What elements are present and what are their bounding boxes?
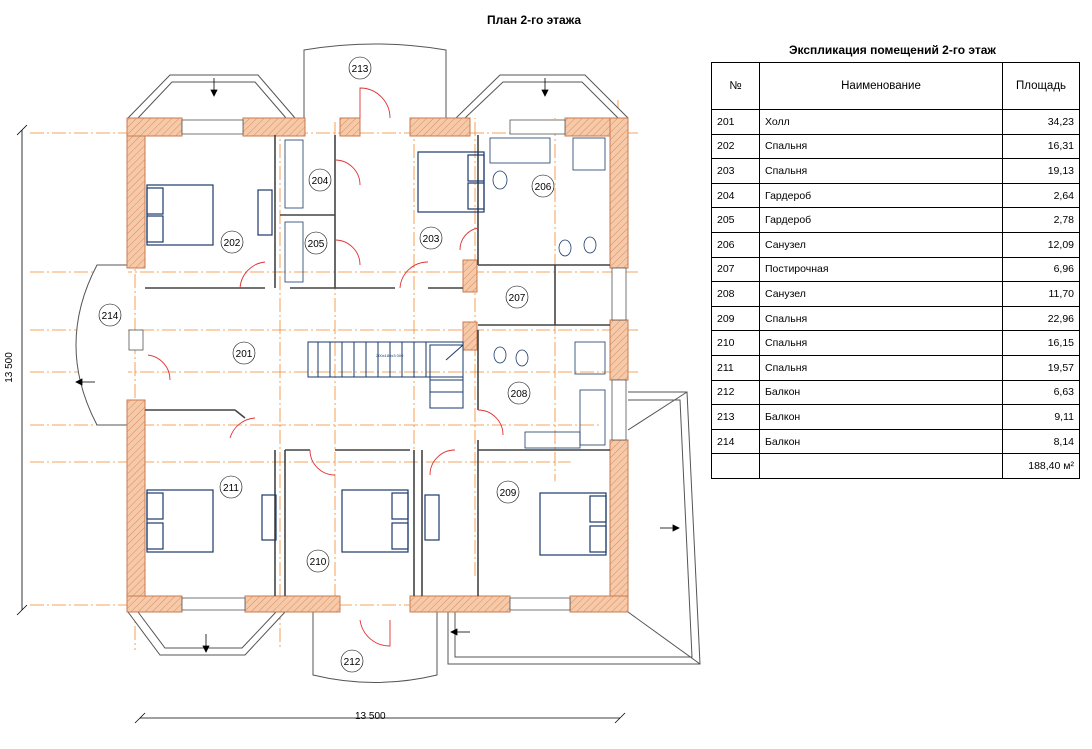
cell-name: Санузел (759, 281, 1003, 307)
table-header-row: № Наименование Площадь (711, 62, 1080, 110)
cell-empty (711, 453, 760, 479)
cell-area: 34,23 (1002, 109, 1080, 135)
staircase (307, 341, 464, 409)
cell-area: 19,57 (1002, 354, 1080, 381)
cell-area: 22,96 (1002, 305, 1080, 332)
room-202-label: 202 (224, 238, 241, 249)
cell-num: 205 (711, 207, 760, 233)
stair-label: 200х180х3 000 (376, 353, 404, 358)
room-210-label: 210 (310, 557, 327, 568)
dimension-horizontal: 13 500 (355, 711, 386, 722)
cell-name: Спальня (759, 305, 1003, 332)
cell-name: Санузел (759, 231, 1003, 258)
windows (128, 119, 627, 611)
table-total-row: 188,40 м² (711, 453, 1080, 479)
cell-num: 212 (711, 379, 760, 406)
cell-name: Гардероб (759, 207, 1003, 233)
cell-area: 11,70 (1002, 281, 1080, 307)
cell-name: Спальня (759, 158, 1003, 184)
cell-name: Постирочная (759, 256, 1003, 283)
cell-area: 16,31 (1002, 133, 1080, 160)
room-214-label: 214 (102, 311, 119, 322)
cell-name: Гардероб (759, 182, 1003, 209)
cell-num: 208 (711, 281, 760, 307)
cell-area: 6,96 (1002, 256, 1080, 283)
cell-area: 16,15 (1002, 330, 1080, 356)
cell-num: 207 (711, 256, 760, 283)
cell-area: 8,14 (1002, 428, 1080, 455)
room-211-label: 211 (223, 483, 239, 494)
cell-area: 12,09 (1002, 231, 1080, 258)
room-labels (98, 56, 555, 673)
cell-num: 209 (711, 305, 760, 332)
cell-name: Спальня (759, 354, 1003, 381)
room-213-label: 213 (352, 64, 369, 75)
room-207-label: 207 (509, 293, 526, 304)
room-208-label: 208 (511, 389, 528, 400)
total-area: 188,40 м² (1002, 453, 1080, 479)
cell-empty (759, 453, 1003, 479)
sanitary (284, 137, 606, 449)
room-204-label: 204 (312, 176, 329, 187)
room-201-label: 201 (236, 349, 253, 360)
doors (147, 87, 504, 647)
room-212-label: 212 (344, 657, 361, 668)
dimension-lines (16, 124, 626, 724)
room-205-label: 205 (308, 239, 325, 250)
balconies (75, 43, 701, 683)
cell-name: Балкон (759, 379, 1003, 406)
cell-area: 9,11 (1002, 404, 1080, 430)
cell-name: Холл (759, 109, 1003, 135)
cell-num: 204 (711, 182, 760, 209)
room-209-label: 209 (500, 488, 517, 499)
header-name: Наименование (759, 62, 1003, 110)
room-203-label: 203 (423, 234, 440, 245)
cell-num: 206 (711, 231, 760, 258)
cell-area: 2,64 (1002, 182, 1080, 209)
dimension-vertical: 13 500 (3, 352, 15, 383)
cell-name: Спальня (759, 133, 1003, 160)
header-number: № (711, 62, 760, 110)
cell-num: 211 (711, 354, 760, 381)
cell-area: 2,78 (1002, 207, 1080, 233)
cell-area: 6,63 (1002, 379, 1080, 406)
room-206-label: 206 (535, 182, 552, 193)
cell-num: 203 (711, 158, 760, 184)
arrow-icons (75, 78, 680, 653)
internal-walls (145, 135, 610, 596)
cell-num: 214 (711, 428, 760, 455)
cell-name: Спальня (759, 330, 1003, 356)
cell-name: Балкон (759, 428, 1003, 455)
header-area: Площадь (1002, 62, 1080, 110)
cell-num: 201 (711, 109, 760, 135)
table-title: Экспликация помещений 2-го этаж (789, 43, 996, 57)
beds (146, 151, 607, 556)
cell-num: 213 (711, 404, 760, 430)
cell-name: Балкон (759, 404, 1003, 430)
cell-num: 202 (711, 133, 760, 160)
cell-area: 19,13 (1002, 158, 1080, 184)
cell-num: 210 (711, 330, 760, 356)
plan-title: План 2-го этажа (487, 13, 582, 27)
